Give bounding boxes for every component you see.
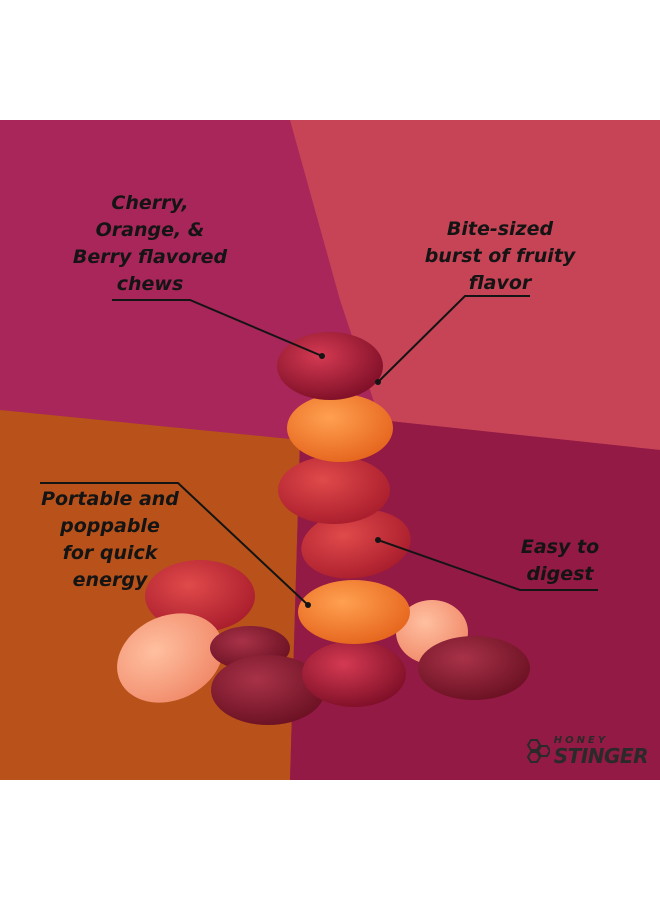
logo-line-honey: HONEY	[553, 735, 609, 746]
chew-pile-left	[117, 560, 325, 725]
honeycomb-icon	[526, 739, 550, 763]
callout-flavors: Cherry, Orange, & Berry flavored chews	[72, 192, 228, 295]
chew-stack	[277, 332, 411, 644]
logo-line-stinger: STINGER	[553, 744, 649, 768]
brand-logo: HONEY STINGER	[522, 735, 649, 768]
callout-lines	[40, 295, 598, 608]
callout-easy-digest: Easy to digest	[520, 536, 600, 585]
chew-pile-right	[302, 600, 530, 707]
callout-portable: Portable and poppable for quick energy	[41, 488, 179, 591]
callout-bite-sized: Bite-sized burst of fruity flavor	[424, 218, 576, 294]
background-illustration	[0, 120, 660, 780]
product-image: Cherry, Orange, & Berry flavored chews B…	[0, 120, 660, 780]
